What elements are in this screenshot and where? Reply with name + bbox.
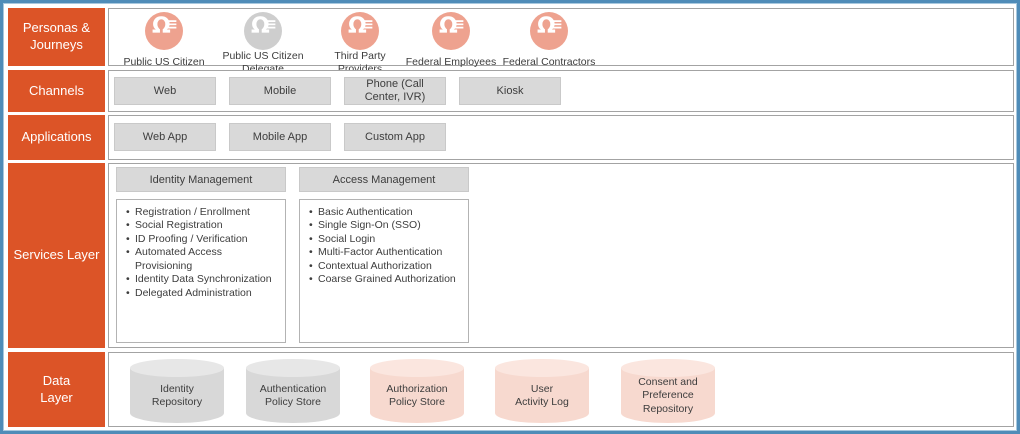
- row-header-data-layer: Data Layer: [8, 352, 105, 427]
- chip-box: Custom App: [344, 123, 446, 151]
- service-item: Contextual Authorization: [307, 260, 464, 274]
- services-strip: Identity Management Registration / Enrol…: [116, 167, 469, 343]
- service-group-identity-management: Identity Management Registration / Enrol…: [116, 167, 286, 343]
- data-store-label: User Activity Log: [515, 382, 569, 408]
- service-item: Social Login: [307, 233, 464, 247]
- cylinder-body: [621, 368, 715, 423]
- persona-item: Ω ≡ Third Party Providers: [308, 12, 412, 75]
- persona-label: Federal Employees: [405, 56, 497, 69]
- list-lines-glyph: ≡: [264, 15, 277, 33]
- applications-row-content: Web App Mobile App Custom App: [108, 115, 1014, 160]
- service-item: Coarse Grained Authorization: [307, 273, 464, 287]
- service-list-box: Registration / Enrollment Social Registr…: [116, 199, 286, 343]
- chip-box: Phone (Call Center, IVR): [344, 77, 446, 105]
- service-group-title: Access Management: [299, 167, 469, 192]
- service-group-title: Identity Management: [116, 167, 286, 192]
- database-cylinder-icon: Consent and Preference Repository: [621, 359, 715, 423]
- chip-box: Mobile App: [229, 123, 331, 151]
- service-item: Delegated Administration: [124, 287, 281, 301]
- row-header-services-layer: Services Layer: [8, 163, 105, 348]
- row-data-layer: Identity Repository Authentication Polic…: [8, 352, 1014, 427]
- cylinder-top: [370, 359, 464, 377]
- user-glyph: Ω: [152, 14, 171, 39]
- data-row-content: Identity Repository Authentication Polic…: [108, 352, 1014, 427]
- user-list-icon: Ω ≡: [432, 12, 470, 50]
- chip-label: Phone (Call Center, IVR): [364, 78, 426, 103]
- user-glyph: Ω: [251, 14, 270, 39]
- chip-label: Custom App: [365, 130, 425, 143]
- row-personas-journeys: Ω ≡ Public US Citizen Ω ≡ Public US Citi…: [8, 8, 1014, 75]
- persona-item: Ω ≡ Federal Employees: [399, 12, 503, 75]
- cylinder-top: [246, 359, 340, 377]
- services-row-content: Identity Management Registration / Enrol…: [108, 163, 1014, 348]
- channels-row-content: Web Mobile Phone (Call Center, IVR) Kios…: [108, 70, 1014, 112]
- row-header-applications: Applications: [8, 115, 105, 160]
- service-item: Identity Data Synchronization: [124, 273, 281, 287]
- user-list-icon: Ω ≡: [244, 12, 282, 50]
- database-cylinder-icon: User Activity Log: [495, 359, 589, 423]
- chip-label: Kiosk: [496, 84, 524, 97]
- user-glyph: Ω: [348, 14, 367, 39]
- chip-label: Web: [153, 84, 177, 97]
- channels-strip: Web Mobile Phone (Call Center, IVR) Kios…: [114, 77, 561, 105]
- data-stores-strip: Identity Repository Authentication Polic…: [109, 353, 1013, 426]
- applications-strip: Web App Mobile App Custom App: [114, 123, 446, 151]
- personas-strip: Ω ≡ Public US Citizen Ω ≡ Public US Citi…: [109, 9, 1013, 75]
- service-item: Social Registration: [124, 219, 281, 233]
- chip-box: Mobile: [229, 77, 331, 105]
- list-lines-glyph: ≡: [165, 15, 178, 33]
- database-cylinder-icon: Authentication Policy Store: [246, 359, 340, 423]
- persona-item: Ω ≡ Federal Contractors: [497, 12, 601, 75]
- cylinder-body: [130, 368, 224, 423]
- user-list-icon: Ω ≡: [530, 12, 568, 50]
- chip-label: Mobile: [263, 84, 297, 97]
- persona-label: Public US Citizen: [123, 56, 205, 69]
- row-services-layer: Identity Management Registration / Enrol…: [8, 163, 1014, 348]
- database-cylinder-icon: Authorization Policy Store: [370, 359, 464, 423]
- service-item: Single Sign-On (SSO): [307, 219, 464, 233]
- cylinder-top: [621, 359, 715, 377]
- chip-box: Web App: [114, 123, 216, 151]
- cylinder-body: [495, 368, 589, 423]
- user-glyph: Ω: [439, 14, 458, 39]
- list-lines-glyph: ≡: [452, 15, 465, 33]
- cylinder-body: [246, 368, 340, 423]
- list-lines-glyph: ≡: [361, 15, 374, 33]
- service-item: Basic Authentication: [307, 206, 464, 220]
- cylinder-body: [370, 368, 464, 423]
- persona-item: Ω ≡ Public US Citizen: [112, 12, 216, 75]
- chip-label: Mobile App: [252, 130, 308, 143]
- user-list-icon: Ω ≡: [145, 12, 183, 50]
- row-applications: Web App Mobile App Custom App Applicatio…: [8, 115, 1014, 160]
- user-list-icon: Ω ≡: [341, 12, 379, 50]
- service-item-list: Basic Authentication Single Sign-On (SSO…: [307, 206, 464, 287]
- row-channels: Web Mobile Phone (Call Center, IVR) Kios…: [8, 70, 1014, 112]
- user-glyph: Ω: [537, 14, 556, 39]
- database-cylinder-icon: Identity Repository: [130, 359, 224, 423]
- cylinder-top: [130, 359, 224, 377]
- persona-item: Ω ≡ Public US Citizen Delegate: [211, 12, 315, 75]
- data-store-label: Authentication Policy Store: [259, 382, 327, 408]
- cylinder-top: [495, 359, 589, 377]
- service-item: ID Proofing / Verification: [124, 233, 281, 247]
- data-store-label: Authorization Policy Store: [386, 382, 448, 408]
- service-item: Multi-Factor Authentication: [307, 246, 464, 260]
- service-item-list: Registration / Enrollment Social Registr…: [124, 206, 281, 301]
- row-header-personas-journeys: Personas & Journeys: [8, 8, 105, 66]
- personas-row-content: Ω ≡ Public US Citizen Ω ≡ Public US Citi…: [108, 8, 1014, 75]
- data-store-label: Identity Repository: [151, 382, 203, 408]
- chip-label: Web App: [142, 130, 188, 143]
- service-item: Registration / Enrollment: [124, 206, 281, 220]
- service-group-access-management: Access Management Basic Authentication S…: [299, 167, 469, 343]
- persona-label: Federal Contractors: [502, 56, 596, 69]
- chip-box: Kiosk: [459, 77, 561, 105]
- service-item: Automated Access Provisioning: [124, 246, 281, 273]
- list-lines-glyph: ≡: [550, 15, 563, 33]
- row-header-channels: Channels: [8, 70, 105, 112]
- chip-box: Web: [114, 77, 216, 105]
- data-store-label: Consent and Preference Repository: [638, 376, 698, 415]
- service-list-box: Basic Authentication Single Sign-On (SSO…: [299, 199, 469, 343]
